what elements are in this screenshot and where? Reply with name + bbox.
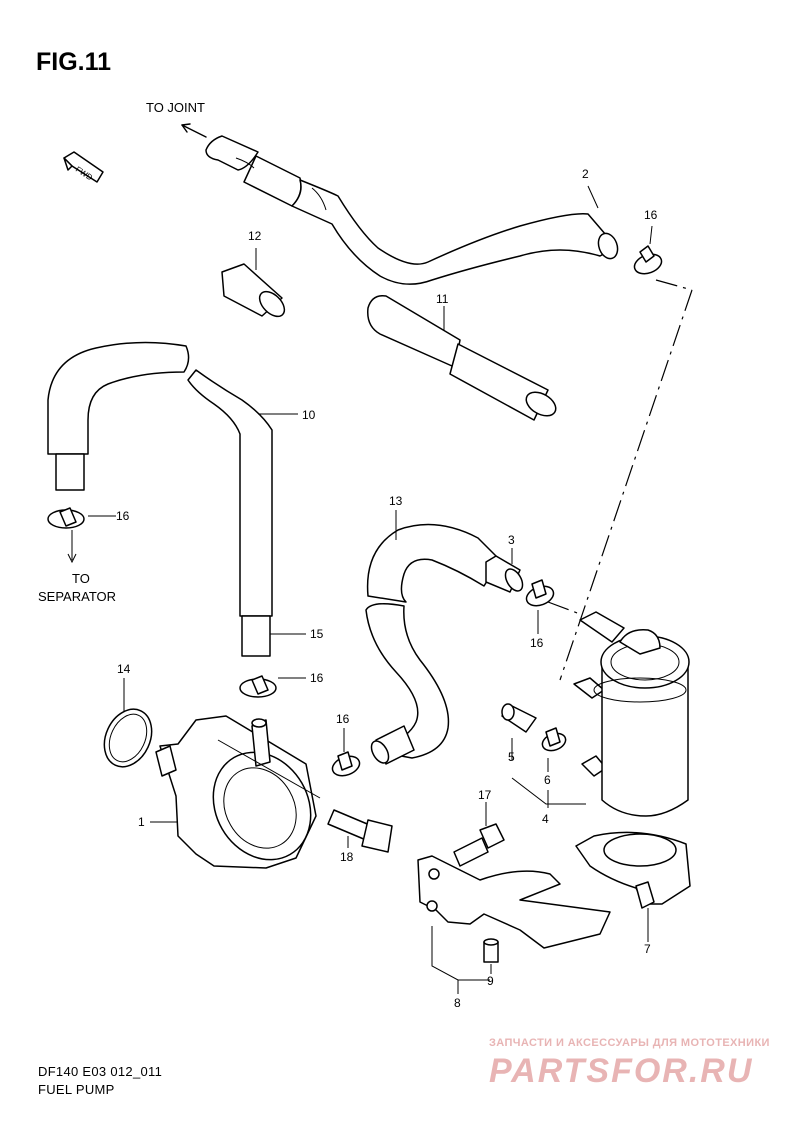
watermark-tagline: ЗАПЧАСТИ И АКСЕССУАРЫ ДЛЯ МОТОТЕХНИКИ [489, 1037, 770, 1049]
leader-lines [67, 185, 693, 994]
part-5-nipple [501, 703, 537, 733]
part-3-tube [485, 555, 524, 593]
callout-10: 10 [302, 408, 316, 422]
fwd-arrow-icon: FWD [63, 151, 104, 183]
part-14-o-ring [103, 708, 153, 768]
callout-14: 14 [117, 662, 131, 676]
part-17-bolt [453, 823, 505, 867]
callout-12: 12 [248, 229, 262, 243]
callout-9: 9 [487, 974, 494, 988]
callout-2: 2 [582, 167, 589, 181]
callout-16-c: 16 [530, 636, 544, 650]
callout-8: 8 [454, 996, 461, 1010]
part-2-hose [205, 135, 619, 285]
separator-label: SEPARATOR [38, 589, 117, 604]
part-16-clamp [633, 245, 663, 275]
to-label: TO [72, 571, 90, 586]
part-16-clamp [47, 507, 85, 529]
callout-15: 15 [310, 627, 324, 641]
part-11-hose [367, 295, 557, 421]
part-18-bolt [327, 809, 393, 853]
callout-6: 6 [544, 773, 551, 787]
part-6-clamp [541, 727, 567, 752]
part-16-clamp [525, 579, 555, 607]
callout-16-e: 16 [336, 712, 350, 726]
part-7-bracket [575, 831, 691, 909]
callout-4: 4 [542, 812, 549, 826]
callout-3: 3 [508, 533, 515, 547]
callout-1: 1 [138, 815, 145, 829]
model-code: DF140 E03 012_011 [38, 1064, 163, 1079]
part-16-clamp [331, 751, 361, 777]
callout-13: 13 [389, 494, 403, 508]
part-16-clamp [239, 675, 277, 698]
part-1-fuel-pump [155, 715, 317, 869]
part-8-bracket [417, 855, 611, 949]
callout-16-a: 16 [644, 208, 658, 222]
part-13-end-tube [370, 725, 415, 765]
figure-title: FIG.11 [36, 48, 112, 76]
callout-17: 17 [478, 788, 492, 802]
part-9-collar [483, 938, 499, 963]
assembly-name: FUEL PUMP [38, 1082, 115, 1097]
part-13-hose [365, 523, 501, 759]
part-12-tube [221, 263, 286, 318]
callout-11: 11 [436, 292, 449, 306]
callout-7: 7 [644, 942, 651, 956]
callout-5: 5 [508, 750, 515, 764]
callout-16-b: 16 [116, 509, 130, 523]
to-joint-label: TO JOINT [146, 100, 205, 115]
part-10-hose [47, 341, 273, 657]
part-4-filter [573, 611, 690, 817]
to-joint-arrow [181, 123, 207, 138]
callout-18: 18 [340, 850, 354, 864]
watermark-logo: PARTSFOR.RU [489, 1052, 754, 1090]
callout-16-d: 16 [310, 671, 324, 685]
